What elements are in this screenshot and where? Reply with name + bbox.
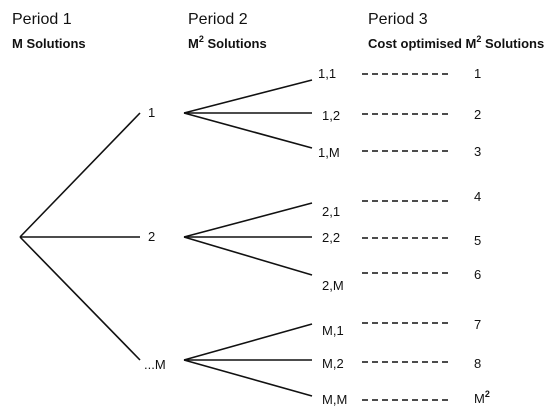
- node-1-1: 1,1: [318, 66, 336, 81]
- fan-branches-m: [183, 323, 313, 397]
- period-1-subtitle: M Solutions: [12, 36, 86, 51]
- solution-m2-sup: 2: [485, 389, 490, 399]
- period-3-subtitle: Cost optimised M2 Solutions: [368, 34, 544, 51]
- period-2-subtitle: M2 Solutions: [188, 34, 267, 51]
- dashed-connectors: [362, 73, 448, 401]
- period-2-subtitle-main: M: [188, 36, 199, 51]
- solution-m2-main: M: [474, 391, 485, 406]
- node-m-2: M,2: [322, 356, 344, 371]
- branch-2-m: [183, 236, 313, 276]
- node-m-m: M,M: [322, 392, 347, 407]
- solution-7: 7: [474, 317, 481, 332]
- node-1: 1: [148, 105, 155, 120]
- root-branches: [19, 112, 141, 361]
- branch-2-1: [183, 202, 313, 238]
- period-2-title: Period 2: [188, 11, 248, 28]
- period-3-header: Period 3 Cost optimised M2 Solutions: [368, 11, 544, 51]
- fan-branches-2: [183, 202, 313, 276]
- solution-1: 1: [474, 66, 481, 81]
- branch-1-m: [183, 112, 313, 149]
- solution-3: 3: [474, 144, 481, 159]
- solution-4: 4: [474, 189, 481, 204]
- period-3-subtitle-sup: 2: [476, 34, 481, 44]
- period-3-title: Period 3: [368, 11, 428, 28]
- fan-branches-1: [183, 79, 313, 149]
- node-2-2: 2,2: [322, 230, 340, 245]
- root-branch-m: [19, 236, 141, 361]
- node-m-1: M,1: [322, 323, 344, 338]
- root-branch-1: [19, 112, 141, 238]
- solution-5: 5: [474, 233, 481, 248]
- branch-1-1: [183, 79, 313, 114]
- solution-8: 8: [474, 356, 481, 371]
- solution-6: 6: [474, 267, 481, 282]
- period-3-subtitle-rest: Solutions: [481, 36, 544, 51]
- node-1-2: 1,2: [322, 108, 340, 123]
- period-3-subtitle-main: Cost optimised M: [368, 36, 476, 51]
- node-1-m: 1,M: [318, 145, 340, 160]
- period-2-subtitle-sup: 2: [199, 34, 204, 44]
- period-2-header: Period 2 M2 Solutions: [188, 11, 267, 51]
- node-2-1: 2,1: [322, 204, 340, 219]
- node-2-m: 2,M: [322, 278, 344, 293]
- solution-m2: M2: [474, 389, 490, 406]
- solution-2: 2: [474, 107, 481, 122]
- branch-m-1: [183, 323, 313, 361]
- node-2: 2: [148, 229, 155, 244]
- period-1-header: Period 1 M Solutions: [12, 11, 86, 51]
- period-2-subtitle-rest: Solutions: [204, 36, 267, 51]
- branch-m-m: [183, 359, 313, 397]
- period-1-title: Period 1: [12, 11, 72, 28]
- node-m: ...M: [144, 357, 166, 372]
